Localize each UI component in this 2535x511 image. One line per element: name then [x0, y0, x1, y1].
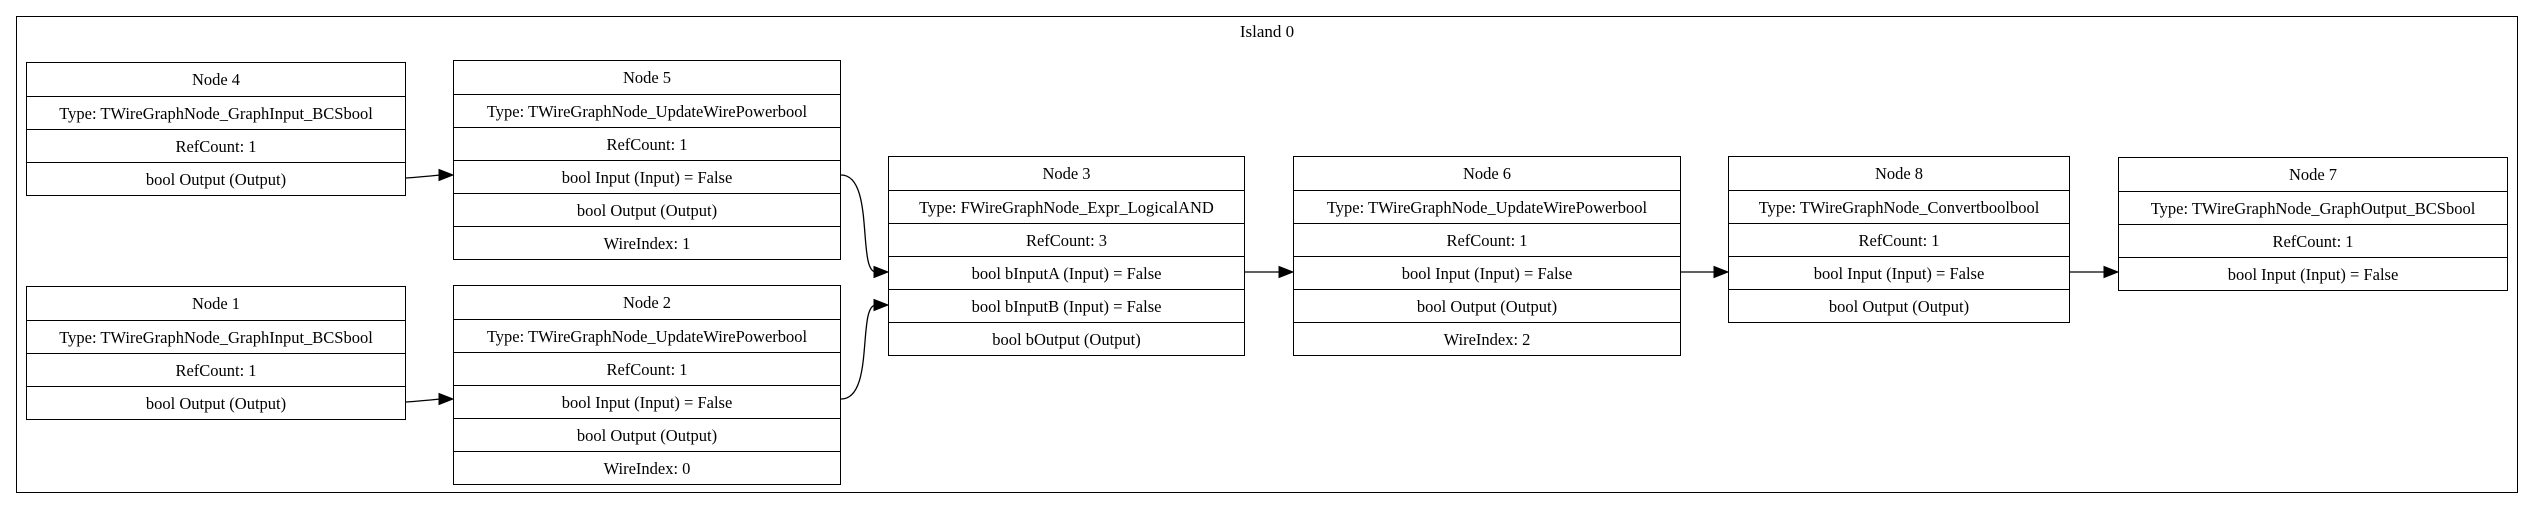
node-7[interactable]: Node 7 Type: TWireGraphNode_GraphOutput_… [2118, 157, 2508, 291]
node-title: Node 1 [191, 294, 241, 313]
node-type: Type: TWireGraphNode_Convertboolbool [1729, 190, 2069, 223]
node-5[interactable]: Node 5 Type: TWireGraphNode_UpdateWirePo… [453, 60, 841, 260]
port-output[interactable]: bool Output (Output) [27, 386, 405, 419]
node-wire-index: WireIndex: 1 [454, 226, 840, 259]
island-title: Island 0 [1239, 22, 1295, 41]
node-6[interactable]: Node 6 Type: TWireGraphNode_UpdateWirePo… [1293, 156, 1681, 356]
island-cluster: Island 0 [16, 16, 2518, 493]
port-output[interactable]: bool Output (Output) [1294, 289, 1680, 322]
node-type: Type: TWireGraphNode_UpdateWirePowerbool [454, 94, 840, 127]
node-type: Type: FWireGraphNode_Expr_LogicalAND [889, 190, 1244, 223]
node-refcount: RefCount: 1 [27, 129, 405, 162]
node-title: Node 3 [1042, 164, 1091, 183]
node-title: Node 2 [622, 293, 672, 312]
port-input[interactable]: bool Input (Input) = False [454, 385, 840, 418]
node-title: Node 4 [191, 70, 241, 89]
port-input[interactable]: bool Input (Input) = False [454, 160, 840, 193]
node-title: Node 5 [622, 68, 672, 87]
node-refcount: RefCount: 1 [454, 127, 840, 160]
node-refcount: RefCount: 1 [1729, 223, 2069, 256]
port-output[interactable]: bool Output (Output) [454, 193, 840, 226]
node-refcount: RefCount: 3 [889, 223, 1244, 256]
port-input[interactable]: bool Input (Input) = False [1294, 256, 1680, 289]
port-output[interactable]: bool Output (Output) [1729, 289, 2069, 322]
node-type: Type: TWireGraphNode_UpdateWirePowerbool [454, 319, 840, 352]
node-title: Node 6 [1462, 164, 1512, 183]
port-output[interactable]: bool Output (Output) [454, 418, 840, 451]
node-1[interactable]: Node 1 Type: TWireGraphNode_GraphInput_B… [26, 286, 406, 420]
node-title: Node 7 [2288, 165, 2338, 184]
node-3[interactable]: Node 3 Type: FWireGraphNode_Expr_Logical… [888, 156, 1245, 356]
node-wire-index: WireIndex: 2 [1294, 322, 1680, 355]
node-refcount: RefCount: 1 [454, 352, 840, 385]
node-type: Type: TWireGraphNode_GraphInput_BCSbool [27, 96, 405, 129]
node-refcount: RefCount: 1 [1294, 223, 1680, 256]
port-input[interactable]: bool Input (Input) = False [2119, 257, 2507, 290]
node-title: Node 8 [1874, 164, 1924, 183]
node-2[interactable]: Node 2 Type: TWireGraphNode_UpdateWirePo… [453, 285, 841, 485]
port-output[interactable]: bool Output (Output) [27, 162, 405, 195]
node-type: Type: TWireGraphNode_GraphInput_BCSbool [27, 320, 405, 353]
node-4[interactable]: Node 4 Type: TWireGraphNode_GraphInput_B… [26, 62, 406, 196]
port-input[interactable]: bool Input (Input) = False [1729, 256, 2069, 289]
node-type: Type: TWireGraphNode_UpdateWirePowerbool [1294, 190, 1680, 223]
node-refcount: RefCount: 1 [2119, 224, 2507, 257]
node-refcount: RefCount: 1 [27, 353, 405, 386]
port-input-a[interactable]: bool bInputA (Input) = False [889, 256, 1244, 289]
port-output[interactable]: bool bOutput (Output) [889, 322, 1244, 355]
port-input-b[interactable]: bool bInputB (Input) = False [889, 289, 1244, 322]
node-8[interactable]: Node 8 Type: TWireGraphNode_Convertboolb… [1728, 156, 2070, 323]
node-wire-index: WireIndex: 0 [454, 451, 840, 484]
node-type: Type: TWireGraphNode_GraphOutput_BCSbool [2119, 191, 2507, 224]
